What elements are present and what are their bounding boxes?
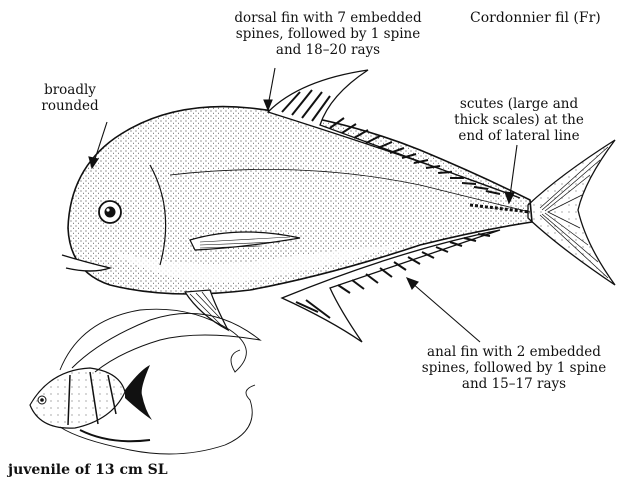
dorsal-fin-label: dorsal fin with 7 embedded spines, follo… — [228, 10, 428, 58]
pelvic-fin — [185, 290, 228, 330]
juvenile-caption: juvenile of 13 cm SL — [8, 462, 188, 478]
caudal-fin — [528, 140, 615, 285]
head-shape-label: broadly rounded — [30, 82, 110, 114]
scutes-label: scutes (large and thick scales) at the e… — [444, 96, 594, 144]
juvenile-fish-illustration — [30, 309, 260, 454]
french-name-label: Cordonnier fil (Fr) — [470, 10, 634, 26]
anal-fin-label: anal fin with 2 embedded spines, followe… — [404, 344, 624, 392]
